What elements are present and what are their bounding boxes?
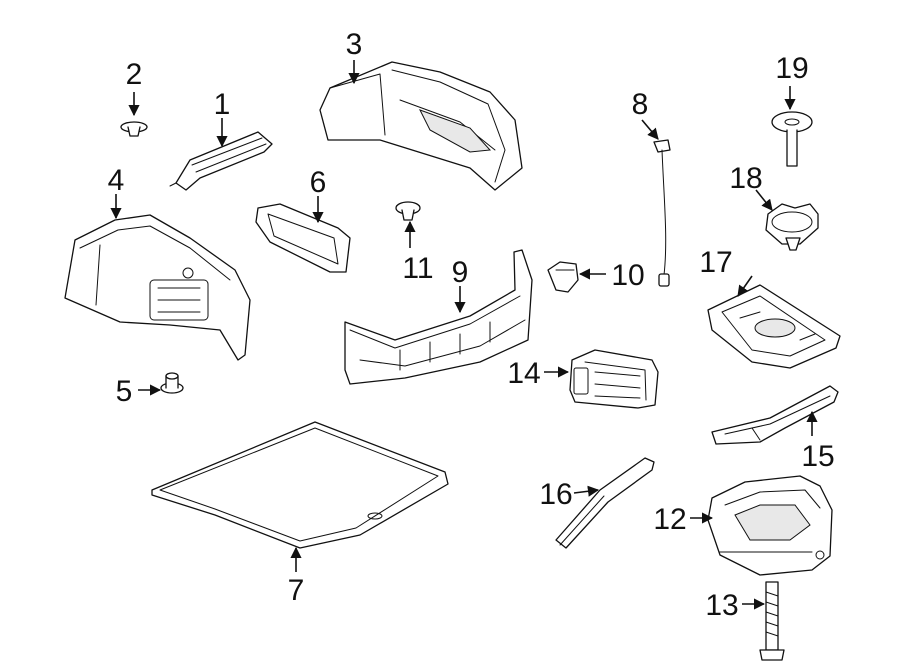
- part-7-floor-mat: [151, 421, 449, 549]
- callout-labels: 1 2 3 4 5 6 7 8 9 10 11 12 13 14 15 16 1…: [108, 28, 835, 622]
- part-1-trim-strip: [169, 131, 273, 191]
- callout-8: 8: [632, 88, 649, 121]
- callout-19: 19: [775, 52, 808, 85]
- callout-5: 5: [116, 375, 133, 408]
- callout-16: 16: [539, 478, 572, 511]
- callout-11: 11: [402, 252, 433, 285]
- part-10-fastener: [547, 261, 579, 293]
- part-17-foam-tray: [707, 284, 841, 369]
- callout-10: 10: [611, 259, 644, 292]
- callout-4: 4: [108, 164, 125, 197]
- part-4-quarter-panel: [64, 214, 251, 361]
- part-9-sill-plate: [344, 249, 533, 385]
- part-14-jack: [569, 349, 659, 409]
- part-11-clip: [395, 201, 421, 221]
- callout-2: 2: [126, 58, 143, 91]
- part-3-side-liner: [319, 61, 523, 191]
- callout-13: 13: [705, 589, 738, 622]
- callout-18: 18: [729, 162, 762, 195]
- part-8-cable: [653, 139, 671, 287]
- callout-1: 1: [214, 88, 231, 121]
- callout-9: 9: [452, 256, 469, 289]
- part-15-wrench-holder: [711, 385, 839, 445]
- callout-15: 15: [801, 440, 834, 473]
- callout-17: 17: [699, 246, 732, 279]
- part-6-access-cover: [255, 203, 351, 273]
- part-5-clip: [160, 372, 184, 394]
- callout-6: 6: [310, 166, 327, 199]
- part-16-handle: [555, 457, 655, 549]
- leader-lines: [110, 60, 818, 610]
- callout-14: 14: [507, 357, 540, 390]
- part-12-tray: [707, 475, 833, 576]
- part-18-wing-nut: [765, 203, 819, 251]
- callout-3: 3: [346, 28, 363, 61]
- callout-12: 12: [653, 503, 686, 536]
- part-13-bolt: [759, 581, 785, 661]
- part-2-clip: [120, 121, 148, 137]
- part-19-knob: [771, 111, 813, 167]
- callout-7: 7: [288, 574, 305, 607]
